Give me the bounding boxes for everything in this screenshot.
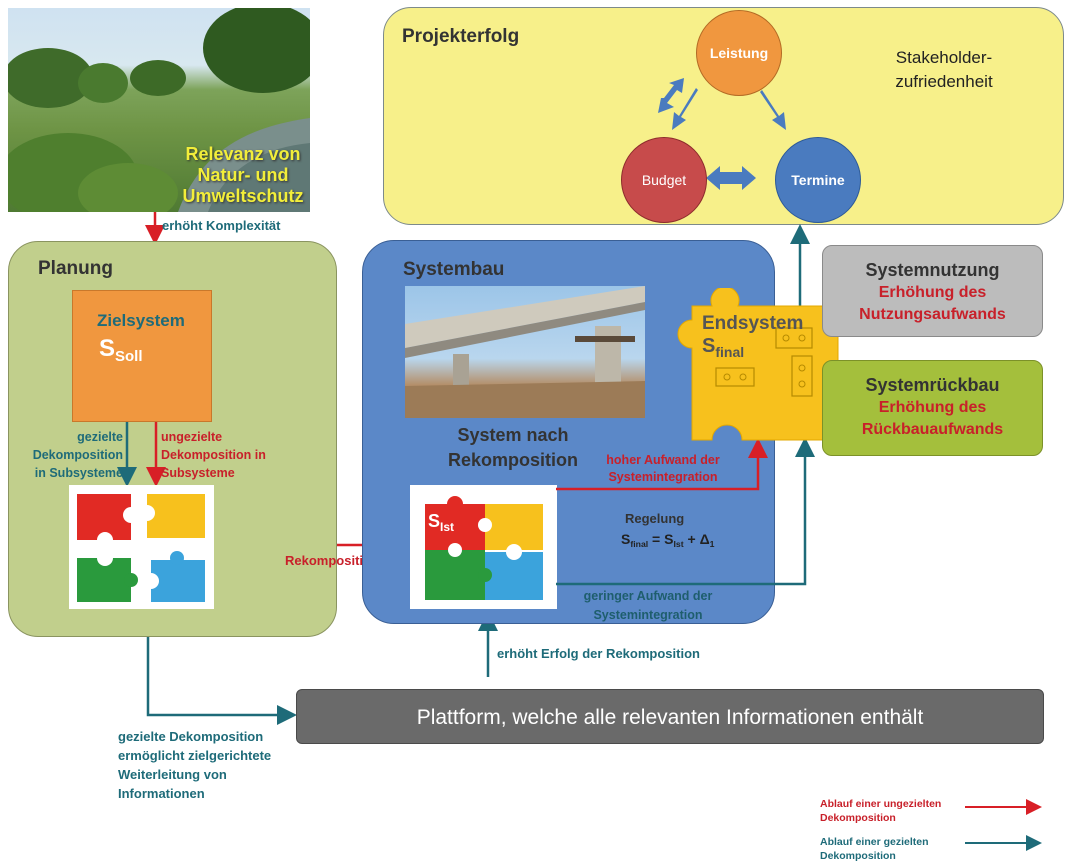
ungezielte-label-3: Subsysteme (161, 466, 235, 480)
photo-caption-line1: Relevanz von (185, 144, 301, 164)
legend-red-line1: Ablauf einer ungezielten (820, 798, 942, 810)
ungezielte-label-1: ungezielte (161, 430, 223, 444)
triangle-arrows (658, 78, 786, 190)
arrow-planung-to-plattform (146, 610, 297, 725)
projekterfolg-title: Projekterfolg (402, 26, 520, 47)
note-line4: Informationen (118, 786, 205, 801)
s-ist-symbol: SIst (428, 511, 455, 534)
stakeholder-line2: zufriedenheit (895, 72, 993, 91)
systemrueckbau-title: Systemrückbau (865, 375, 1000, 395)
systemrueckbau-line1: Erhöhung des (878, 399, 987, 416)
puzzle-recomposed: SIst (410, 485, 557, 609)
plattform-bar: Plattform, welche alle relevanten Inform… (296, 689, 1044, 744)
circle-termine: Termine (775, 137, 861, 223)
rekomp-line2: Rekomposition (447, 450, 578, 470)
note-line2: ermöglicht zielgerichtete (118, 748, 272, 763)
rekomp-line1: System nach (457, 425, 569, 445)
regelung-formula: Sfinal = SIst + Δ1 (621, 531, 715, 550)
circle-leistung: Leistung (696, 10, 782, 96)
erfolg-label: erhöht Erfolg der Rekomposition (497, 646, 700, 661)
circle-budget: Budget (621, 137, 707, 223)
systemnutzung-box: Systemnutzung Erhöhung des Nutzungsaufwa… (822, 245, 1043, 337)
plattform-label: Plattform, welche alle relevanten Inform… (416, 706, 924, 729)
label-erhoeht-komplexitaet: erhöht Komplexität (162, 218, 281, 233)
photo-caption-line3: Umweltschutz (182, 186, 304, 206)
planung-panel: Planung Zielsystem SSoll gezielte Dekomp… (8, 241, 337, 637)
hoher-aufwand-2: Systemintegration (608, 470, 718, 484)
planung-title: Planung (38, 258, 113, 279)
regelung-label: Regelung (625, 511, 685, 526)
hoher-aufwand-1: hoher Aufwand der (606, 453, 720, 467)
legend-red: Ablauf einer ungezielten Dekomposition (820, 797, 941, 825)
legend-teal-line1: Ablauf einer gezielten (820, 836, 929, 848)
legend-red-line2: Dekomposition (820, 812, 896, 824)
s-final-symbol: Sfinal (702, 335, 745, 360)
gezielte-label-1: gezielte (77, 430, 123, 444)
ungezielte-label-2: Dekomposition in (161, 448, 266, 462)
systemnutzung-line2: Nutzungsaufwands (859, 306, 1006, 323)
rekomposition-label: Rekomposition (285, 553, 379, 568)
leistung-label: Leistung (709, 45, 769, 61)
systemrueckbau-box: Systemrückbau Erhöhung des Rückbauaufwan… (822, 360, 1043, 456)
bridge-photo (405, 286, 645, 418)
systemnutzung-line1: Erhöhung des (878, 284, 987, 301)
note-line3: Weiterleitung von (118, 767, 227, 782)
systembau-title: Systembau (403, 259, 505, 280)
s-soll-symbol: SSoll (99, 335, 143, 365)
endsystem-title: Endsystem (702, 313, 804, 334)
zielsystem-label: Zielsystem (97, 311, 185, 330)
systemrueckbau-line2: Rückbauaufwands (861, 421, 1004, 438)
gezielte-label-3: in Subsysteme (34, 466, 123, 480)
endsystem-piece: Endsystem Sfinal (672, 286, 852, 450)
legend-teal-line2: Dekomposition (820, 850, 896, 862)
photo-caption-line2: Natur- und (197, 165, 289, 185)
geringer-aufwand-1: geringer Aufwand der (583, 589, 713, 603)
termine-label: Termine (791, 172, 845, 188)
zielsystem-box: Zielsystem SSoll (72, 290, 212, 422)
legend-teal: Ablauf einer gezielten Dekomposition (820, 835, 929, 863)
stakeholder-line1: Stakeholder- (895, 48, 993, 67)
budget-label: Budget (641, 172, 687, 188)
note-line1: gezielte Dekomposition (118, 729, 264, 744)
planung-arrows (117, 422, 166, 487)
systemnutzung-title: Systemnutzung (865, 260, 1000, 280)
nature-photo: Relevanz von Natur- und Umweltschutz (8, 8, 310, 212)
projekterfolg-panel: Projekterfolg Leistung Budget Termine St… (383, 7, 1064, 225)
puzzle-decomposed (69, 485, 214, 609)
geringer-aufwand-2: Systemintegration (593, 608, 703, 622)
gezielte-label-2: Dekomposition (32, 448, 123, 462)
